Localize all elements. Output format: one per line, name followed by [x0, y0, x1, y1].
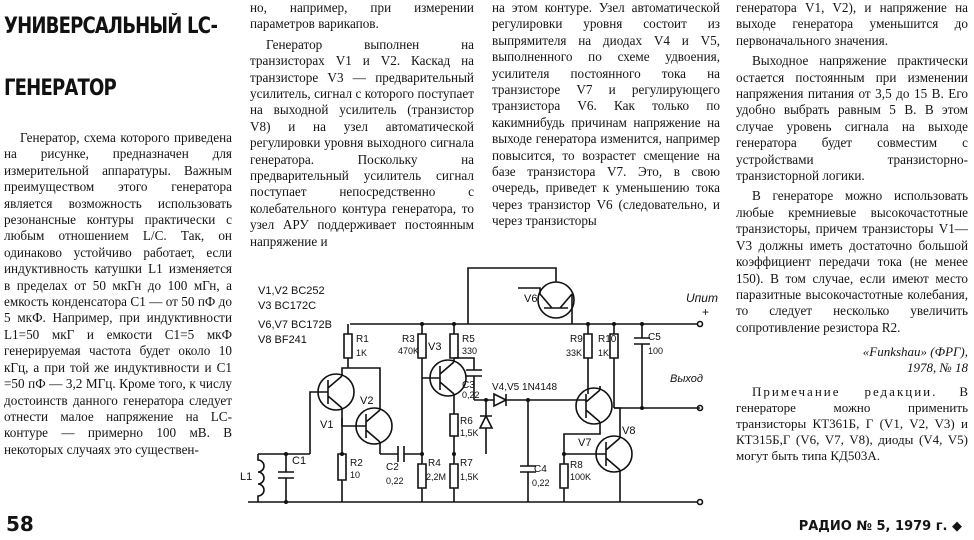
supply-plus: + — [702, 305, 709, 319]
source-line-2: 1978, № 18 — [906, 360, 968, 376]
journal-footer: РАДИО № 5, 1979 г. ◆ — [799, 519, 962, 534]
R9-label: R9 — [570, 334, 583, 345]
output-label: Выход — [670, 373, 703, 385]
R2-value: 10 — [350, 470, 360, 480]
text-column-1: Генератор, схема которого приведена на р… — [4, 130, 232, 508]
L1-label: L1 — [240, 471, 252, 483]
legend-line-1: V1,V2 BC252 — [258, 285, 325, 297]
circuit-schematic: V1,V2 BC252 V3 BC172C V6,V7 BC172B V8 BF… — [240, 267, 718, 506]
V8-label: V8 — [622, 425, 635, 437]
resistor-R8 — [559, 448, 569, 502]
V6-label: V6 — [524, 293, 537, 305]
transistor-V3 — [422, 358, 467, 408]
inductor-L1 — [258, 454, 310, 502]
R6-value: 1,5K — [460, 428, 479, 438]
C3-label: C3 — [462, 380, 475, 391]
capacitor-C2 — [380, 446, 422, 462]
capacitor-C1 — [278, 454, 294, 502]
source-line-1: «Funkshau» (ФРГ), — [862, 344, 968, 360]
editorial-note-body: В генераторе можно применить транзисторы… — [736, 384, 968, 464]
C1-label: C1 — [292, 455, 306, 467]
output-terminal — [696, 404, 704, 412]
text-column-3: на этом контуре. Узел автоматической рег… — [492, 0, 720, 256]
article-title-line1: УНИВЕРСАЛЬНЫЙ LC- — [4, 14, 218, 39]
R8-label: R8 — [570, 460, 583, 471]
V2-label: V2 — [360, 395, 373, 407]
V7-label: V7 — [578, 437, 591, 449]
resistor-R3 — [417, 324, 427, 454]
col4-paragraph-2: Выходное напряжение практически остается… — [736, 53, 968, 184]
resistor-R9 — [583, 324, 593, 394]
C3-value: 0,22 — [462, 390, 480, 400]
R5-value: 330 — [462, 346, 477, 356]
transistor-V7 — [528, 386, 613, 448]
transistor-legend: V1,V2 BC252 V3 BC172C V6,V7 BC172B V8 BF… — [258, 285, 332, 346]
C5-label: C5 — [648, 332, 661, 343]
R4-value: 2,2M — [426, 472, 446, 482]
C5-value: 100 — [648, 346, 663, 356]
resistor-R1 — [343, 324, 353, 368]
legend-line-3: V6,V7 BC172B — [258, 319, 332, 331]
junction-dots — [284, 322, 644, 504]
R3-value: 470K — [398, 346, 419, 356]
R4-label: R4 — [428, 458, 441, 469]
R9-value: 33K — [566, 348, 582, 358]
R2-label: R2 — [350, 458, 363, 469]
R7-value: 1,5K — [460, 472, 479, 482]
R10-label: R10 — [598, 334, 617, 345]
C4-value: 0,22 — [532, 478, 550, 488]
supply-label: Uпит — [686, 291, 718, 305]
R1-value: 1K — [356, 348, 367, 358]
article-title-line2: ГЕНЕРАТОР — [4, 76, 117, 101]
resistor-R4 — [417, 454, 427, 502]
R6-label: R6 — [460, 416, 473, 427]
col4-paragraph-continued: генератора V1, V2), и напряжение на выхо… — [736, 0, 968, 48]
col2-paragraph: Генератор выполнен на транзисторах V1 и … — [250, 36, 474, 249]
transistor-V6 — [467, 267, 575, 324]
resistor-R6 — [449, 408, 459, 454]
legend-line-2: V3 BC172C — [258, 300, 316, 312]
V3-label: V3 — [428, 341, 441, 353]
capacitor-C3 — [454, 357, 482, 400]
col3-paragraph: на этом контуре. Узел автоматической рег… — [492, 0, 720, 229]
diamond-icon: ◆ — [952, 519, 962, 534]
capacitor-C5 — [614, 324, 700, 409]
C2-label: C2 — [386, 462, 399, 473]
R10-value: 1K — [598, 348, 609, 358]
col4-paragraph-3: В генераторе можно использовать любые кр… — [736, 188, 968, 335]
transistor-V1 — [309, 367, 355, 454]
R3-label: R3 — [402, 334, 415, 345]
resistor-R2 — [337, 418, 347, 502]
R7-label: R7 — [460, 458, 473, 469]
editorial-note-heading: Примечание редакции. — [752, 384, 938, 400]
page-number: 58 — [6, 512, 34, 536]
col2-paragraph-continued: но, например, при измерении параметров в… — [250, 0, 474, 32]
diodes-V4-V5 — [474, 392, 528, 454]
editorial-note: Примечание редакции. В генераторе можно … — [736, 384, 968, 464]
col1-paragraph: Генератор, схема которого приведена на р… — [4, 130, 232, 457]
legend-line-4: V8 BF241 — [258, 334, 307, 346]
R5-label: R5 — [462, 334, 475, 345]
text-column-2: но, например, при измерении параметров в… — [250, 0, 474, 256]
journal-issue: РАДИО № 5, 1979 г. — [798, 519, 948, 534]
transistor-V8 — [564, 407, 633, 502]
resistor-R7 — [449, 454, 459, 502]
ground-terminal — [696, 498, 704, 506]
R1-label: R1 — [356, 334, 369, 345]
C4-label: C4 — [534, 464, 547, 475]
R8-value: 100K — [570, 472, 591, 482]
supply-terminal — [696, 320, 704, 328]
resistor-R5 — [449, 324, 459, 359]
text-column-4: генератора V1, V2), и напряжение на выхо… — [736, 0, 968, 508]
transistor-V2 — [341, 367, 393, 454]
diodes-label: V4,V5 1N4148 — [492, 382, 557, 393]
capacitor-C4 — [520, 400, 536, 502]
V1-label: V1 — [320, 419, 333, 431]
C2-value: 0,22 — [386, 476, 404, 486]
